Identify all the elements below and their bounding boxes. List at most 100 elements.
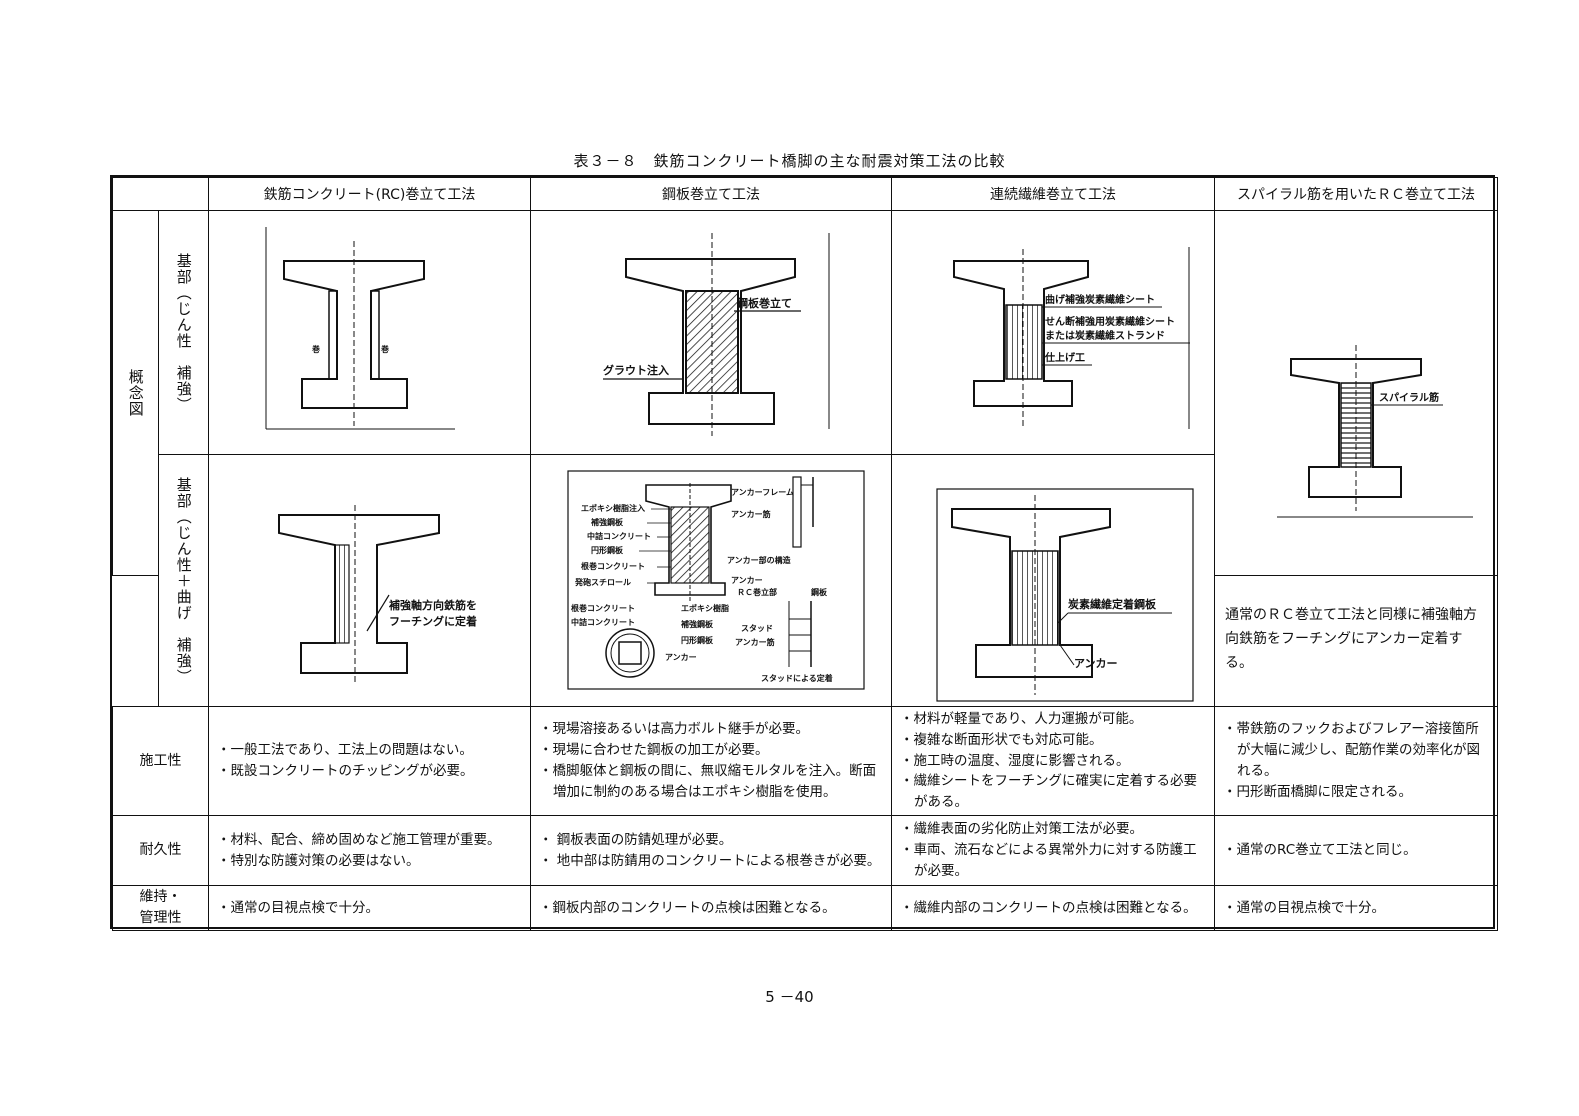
workability-rc: ・一般工法であり、工法上の問題はない。 ・既設コンクリートのチッピングが必要。 bbox=[208, 706, 531, 816]
text-line: ・繊維内部のコンクリートの点検は困難となる。 bbox=[900, 899, 1197, 916]
st2-foam-label: 発砲スチロール bbox=[574, 577, 631, 587]
text-line: ・通常の目視点検で十分。 bbox=[1223, 899, 1385, 916]
st2-epoxy2-label: エポキシ樹脂 bbox=[681, 603, 729, 613]
text-line: ・鋼板内部のコンクリートの点検は困難となる。 bbox=[539, 899, 836, 916]
pier-drawing-spiral: スパイラル筋 bbox=[1277, 345, 1473, 518]
page-number: 5 －40 bbox=[765, 988, 814, 1006]
table-title: 表３－８ 鉄筋コンクリート橋脚の主な耐震対策工法の比較 bbox=[573, 152, 1006, 170]
figure-steel-ductility: 鋼板巻立て グラウト注入 bbox=[530, 210, 892, 455]
maintenance-steel: ・鋼板内部のコンクリートの点検は困難となる。 bbox=[530, 885, 892, 931]
st2-root-label: 根巻コンクリート bbox=[581, 561, 645, 571]
concept-label-text: 概念図 bbox=[126, 369, 145, 417]
header-steel-method: 鋼板巻立て工法 bbox=[530, 177, 892, 211]
figure-rc-ductility: 巻 巻 bbox=[208, 210, 531, 455]
rc1-left-label: 巻 bbox=[311, 344, 320, 354]
text-line: ・材料、配合、締め固めなど施工管理が重要。 bbox=[217, 831, 501, 848]
st2-epoxy-label: エポキシ樹脂注入 bbox=[581, 503, 645, 513]
text-line: ・一般工法であり、工法上の問題はない。 bbox=[217, 742, 473, 759]
st2-plate2-label: 補強鋼板 bbox=[680, 619, 714, 629]
st2-circ2-label: 円形鋼板 bbox=[681, 635, 714, 645]
pier-drawing-steel-2: エポキシ樹脂注入 補強鋼板 中詰コンクリート 円形鋼板 根巻コンクリート 発砲ス… bbox=[567, 470, 865, 690]
durability-steel: ・ 鋼板表面の防錆処理が必要。 ・ 地中部は防錆用のコンクリートによる根巻きが必… bbox=[530, 815, 892, 886]
steel1-grout-label: グラウト注入 bbox=[603, 363, 669, 377]
spiral-note: 通常のＲＣ巻立て工法と同様に補強軸方向鉄筋をフーチングにアンカー定着する。 bbox=[1214, 575, 1498, 707]
row-base-ductility-bending-text: 基部（じん性＋曲げ 補強） bbox=[174, 476, 193, 685]
st2-circ-label: 円形鋼板 bbox=[591, 545, 624, 555]
row-label-workability: 施工性 bbox=[112, 706, 209, 816]
row-base-ductility-bending-label: 基部（じん性＋曲げ 補強） bbox=[158, 454, 209, 707]
rc2-line2-label: フーチングに定着 bbox=[389, 614, 477, 628]
rc2-line1-label: 補強軸方向鉄筋を bbox=[388, 598, 477, 612]
text-line: ・現場溶接あるいは高力ボルト継手が必要。 bbox=[539, 721, 809, 738]
text-line: ・施工時の温度、湿度に影響される。 bbox=[900, 752, 1130, 769]
cf2-plate-label: 炭素繊維定着鋼板 bbox=[1068, 597, 1157, 611]
text-line: ・特別な防護対策の必要はない。 bbox=[217, 852, 420, 869]
figure-rc-bending: 補強軸方向鉄筋を フーチングに定着 bbox=[208, 454, 531, 707]
figure-steel-bending: エポキシ樹脂注入 補強鋼板 中詰コンクリート 円形鋼板 根巻コンクリート 発砲ス… bbox=[530, 454, 892, 707]
workability-fiber: ・材料が軽量であり、人力運搬が可能。 ・複雑な断面形状でも対応可能。 ・施工時の… bbox=[891, 706, 1215, 816]
figure-spiral: スパイラル筋 bbox=[1214, 210, 1498, 576]
pier-drawing-rc-1: 巻 巻 bbox=[265, 227, 455, 430]
text-line: ・通常のRC巻立て工法と同じ。 bbox=[1223, 842, 1417, 859]
maintenance-fiber: ・繊維内部のコンクリートの点検は困難となる。 bbox=[891, 885, 1215, 931]
header-rc-method: 鉄筋コンクリート(RC)巻立て工法 bbox=[208, 177, 531, 211]
header-fiber-method: 連続繊維巻立て工法 bbox=[891, 177, 1215, 211]
comparison-table: 鉄筋コンクリート(RC)巻立て工法 鋼板巻立て工法 連続繊維巻立て工法 スパイラ… bbox=[110, 175, 1498, 931]
spiral-label: スパイラル筋 bbox=[1379, 391, 1439, 404]
text-line: ・現場に合わせた鋼板の加工が必要。 bbox=[539, 742, 769, 759]
text-line: ・既設コンクリートのチッピングが必要。 bbox=[217, 763, 474, 779]
cf1-shear-label: せん断補強用炭素繊維シート bbox=[1045, 315, 1175, 328]
st2-anchor-label: アンカー bbox=[731, 576, 763, 585]
text-line: ・材料が軽量であり、人力運搬が可能。 bbox=[900, 710, 1143, 727]
row-base-ductility-text: 基部（じん性 補強） bbox=[174, 252, 193, 413]
st2-anchorbar-label: アンカー筋 bbox=[735, 637, 775, 647]
pier-drawing-steel-1: 鋼板巻立て グラウト注入 bbox=[603, 233, 830, 436]
text-line: ・複雑な断面形状でも対応可能。 bbox=[900, 731, 1103, 748]
header-blank-cell bbox=[112, 177, 209, 211]
cf1-bend-label: 曲げ補強炭素繊維シート bbox=[1045, 293, 1155, 306]
cf2-anchor-label: アンカー bbox=[1074, 657, 1118, 670]
text-line: ・繊維表面の劣化防止対策工法が必要。 bbox=[900, 821, 1143, 838]
st2-studfix-label: スタッドによる定着 bbox=[761, 673, 833, 683]
steel1-plate-label: 鋼板巻立て bbox=[736, 296, 792, 310]
cf1-strand-label: または炭素繊維ストランド bbox=[1045, 329, 1165, 342]
text-line: ・ 地中部は防錆用のコンクリートによる根巻きが必要。 bbox=[539, 852, 881, 869]
maintenance-label-line1: 維持・ bbox=[139, 889, 182, 905]
maintenance-spiral: ・通常の目視点検で十分。 bbox=[1214, 885, 1498, 931]
text-line: ・繊維シートをフーチングに確実に定着する必要がある。 bbox=[900, 773, 1197, 811]
st2-mid2-label: 中詰コンクリート bbox=[571, 617, 635, 627]
row-label-maintenance: 維持・ 管理性 bbox=[112, 885, 209, 931]
row-label-durability: 耐久性 bbox=[112, 815, 209, 886]
pier-drawing-fiber-2: 炭素繊維定着鋼板 アンカー bbox=[936, 488, 1194, 702]
concept-group-label: 概念図 bbox=[112, 210, 159, 576]
maintenance-label-line2: 管理性 bbox=[139, 910, 182, 926]
durability-rc: ・材料、配合、締め固めなど施工管理が重要。 ・特別な防護対策の必要はない。 bbox=[208, 815, 531, 886]
text-line: ・通常の目視点検で十分。 bbox=[217, 899, 379, 916]
text-line: ・円形断面橋脚に限定される。 bbox=[1223, 783, 1412, 800]
text-line: ・ 鋼板表面の防錆処理が必要。 bbox=[539, 831, 733, 848]
st2-frame-label: アンカーフレーム bbox=[731, 488, 794, 497]
pier-drawing-rc-2: 補強軸方向鉄筋を フーチングに定着 bbox=[278, 505, 477, 685]
rc1-right-label: 巻 bbox=[380, 344, 389, 354]
st2-rc-label: ＲＣ巻立部 bbox=[737, 587, 777, 597]
st2-anchor2-label: アンカー bbox=[665, 653, 697, 662]
text-line: ・車両、流石などによる異常外力に対する防護工が必要。 bbox=[900, 842, 1197, 879]
cf1-finish-label: 仕上げ工 bbox=[1044, 351, 1085, 364]
row-base-ductility-label: 基部（じん性 補強） bbox=[158, 210, 209, 455]
st2-steel-label: 鋼板 bbox=[810, 587, 828, 597]
durability-spiral: ・通常のRC巻立て工法と同じ。 bbox=[1214, 815, 1498, 886]
st2-bar-label: アンカー筋 bbox=[731, 509, 771, 519]
workability-spiral: ・帯鉄筋のフックおよびフレアー溶接箇所が大幅に減少し、配筋作業の効率化が図れる。… bbox=[1214, 706, 1498, 816]
st2-mid-label: 中詰コンクリート bbox=[587, 531, 651, 541]
durability-fiber: ・繊維表面の劣化防止対策工法が必要。 ・車両、流石などによる異常外力に対する防護… bbox=[891, 815, 1215, 886]
workability-steel: ・現場溶接あるいは高力ボルト継手が必要。 ・現場に合わせた鋼板の加工が必要。 ・… bbox=[530, 706, 892, 816]
st2-plate-label: 補強鋼板 bbox=[590, 517, 624, 527]
header-spiral-method: スパイラル筋を用いたＲＣ巻立て工法 bbox=[1214, 177, 1498, 211]
st2-root2-label: 根巻コンクリート bbox=[571, 603, 635, 613]
figure-fiber-bending: 炭素繊維定着鋼板 アンカー bbox=[891, 454, 1215, 707]
maintenance-rc: ・通常の目視点検で十分。 bbox=[208, 885, 531, 931]
pier-drawing-fiber-1: 曲げ補強炭素繊維シート せん断補強用炭素繊維シート または炭素繊維ストランド 仕… bbox=[953, 247, 1190, 429]
st2-structure-label: アンカー部の構造 bbox=[727, 555, 791, 565]
st2-stud-label: スタッド bbox=[741, 623, 773, 633]
text-line: ・橋脚躯体と鋼板の間に、無収縮モルタルを注入。断面増加に制約のある場合はエポキシ… bbox=[539, 763, 877, 800]
